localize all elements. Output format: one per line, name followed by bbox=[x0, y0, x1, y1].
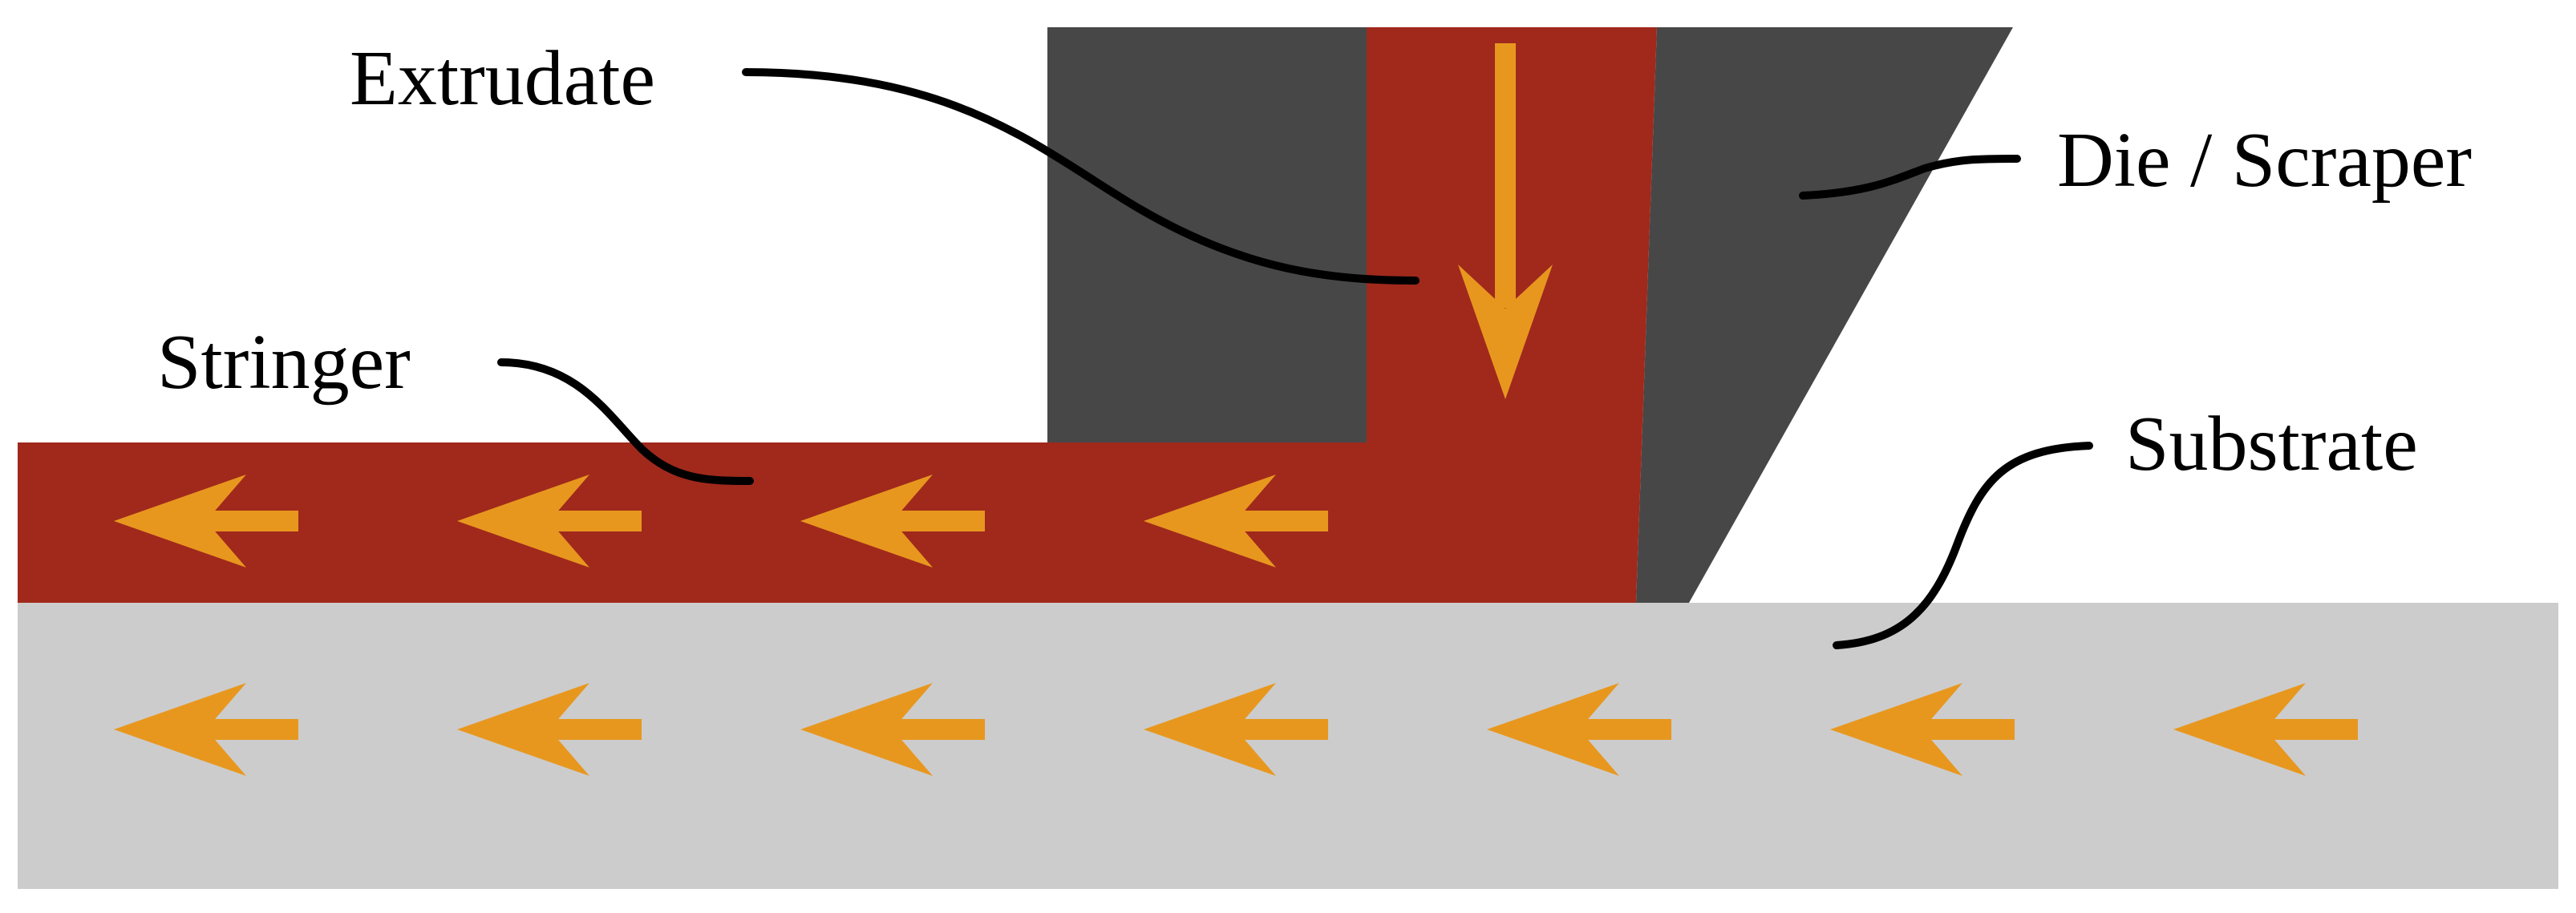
substrate-flow-arrow-icon bbox=[457, 683, 642, 776]
die-left-block bbox=[1047, 27, 1367, 442]
extrudate-leader-line bbox=[742, 68, 1420, 285]
substrate-flow-arrow-icon bbox=[1144, 683, 1328, 776]
substrate-label: Substrate bbox=[2125, 401, 2418, 487]
substrate-flow-arrow-icon bbox=[800, 683, 985, 776]
stringer-label: Stringer bbox=[157, 319, 411, 406]
extrudate-flow-arrow-icon bbox=[1458, 43, 1553, 399]
stringer-flow-arrow-icon bbox=[457, 475, 642, 568]
extrudate-body bbox=[18, 27, 1657, 603]
substrate-flow-arrows bbox=[114, 683, 2358, 776]
substrate-flow-arrow-icon bbox=[114, 683, 298, 776]
substrate-flow-arrow-icon bbox=[1487, 683, 1671, 776]
substrate-flow-arrow-icon bbox=[1830, 683, 2015, 776]
stringer-flow-arrow-icon bbox=[800, 475, 985, 568]
die-scraper-block bbox=[1636, 27, 2013, 603]
stringer-flow-arrow-icon bbox=[114, 475, 298, 568]
substrate-leader-line bbox=[1833, 442, 2093, 649]
stringer-flow-arrows bbox=[114, 475, 1328, 568]
stringer-flow-arrow-icon bbox=[1144, 475, 1328, 568]
substrate-block bbox=[18, 603, 2558, 889]
substrate-flow-arrow-icon bbox=[2173, 683, 2358, 776]
extrudate-label: Extrudate bbox=[350, 35, 655, 122]
die-scraper-leader-line bbox=[1799, 155, 2021, 200]
die-scraper-label: Die / Scraper bbox=[2057, 117, 2472, 204]
stringer-leader-line bbox=[497, 358, 754, 485]
